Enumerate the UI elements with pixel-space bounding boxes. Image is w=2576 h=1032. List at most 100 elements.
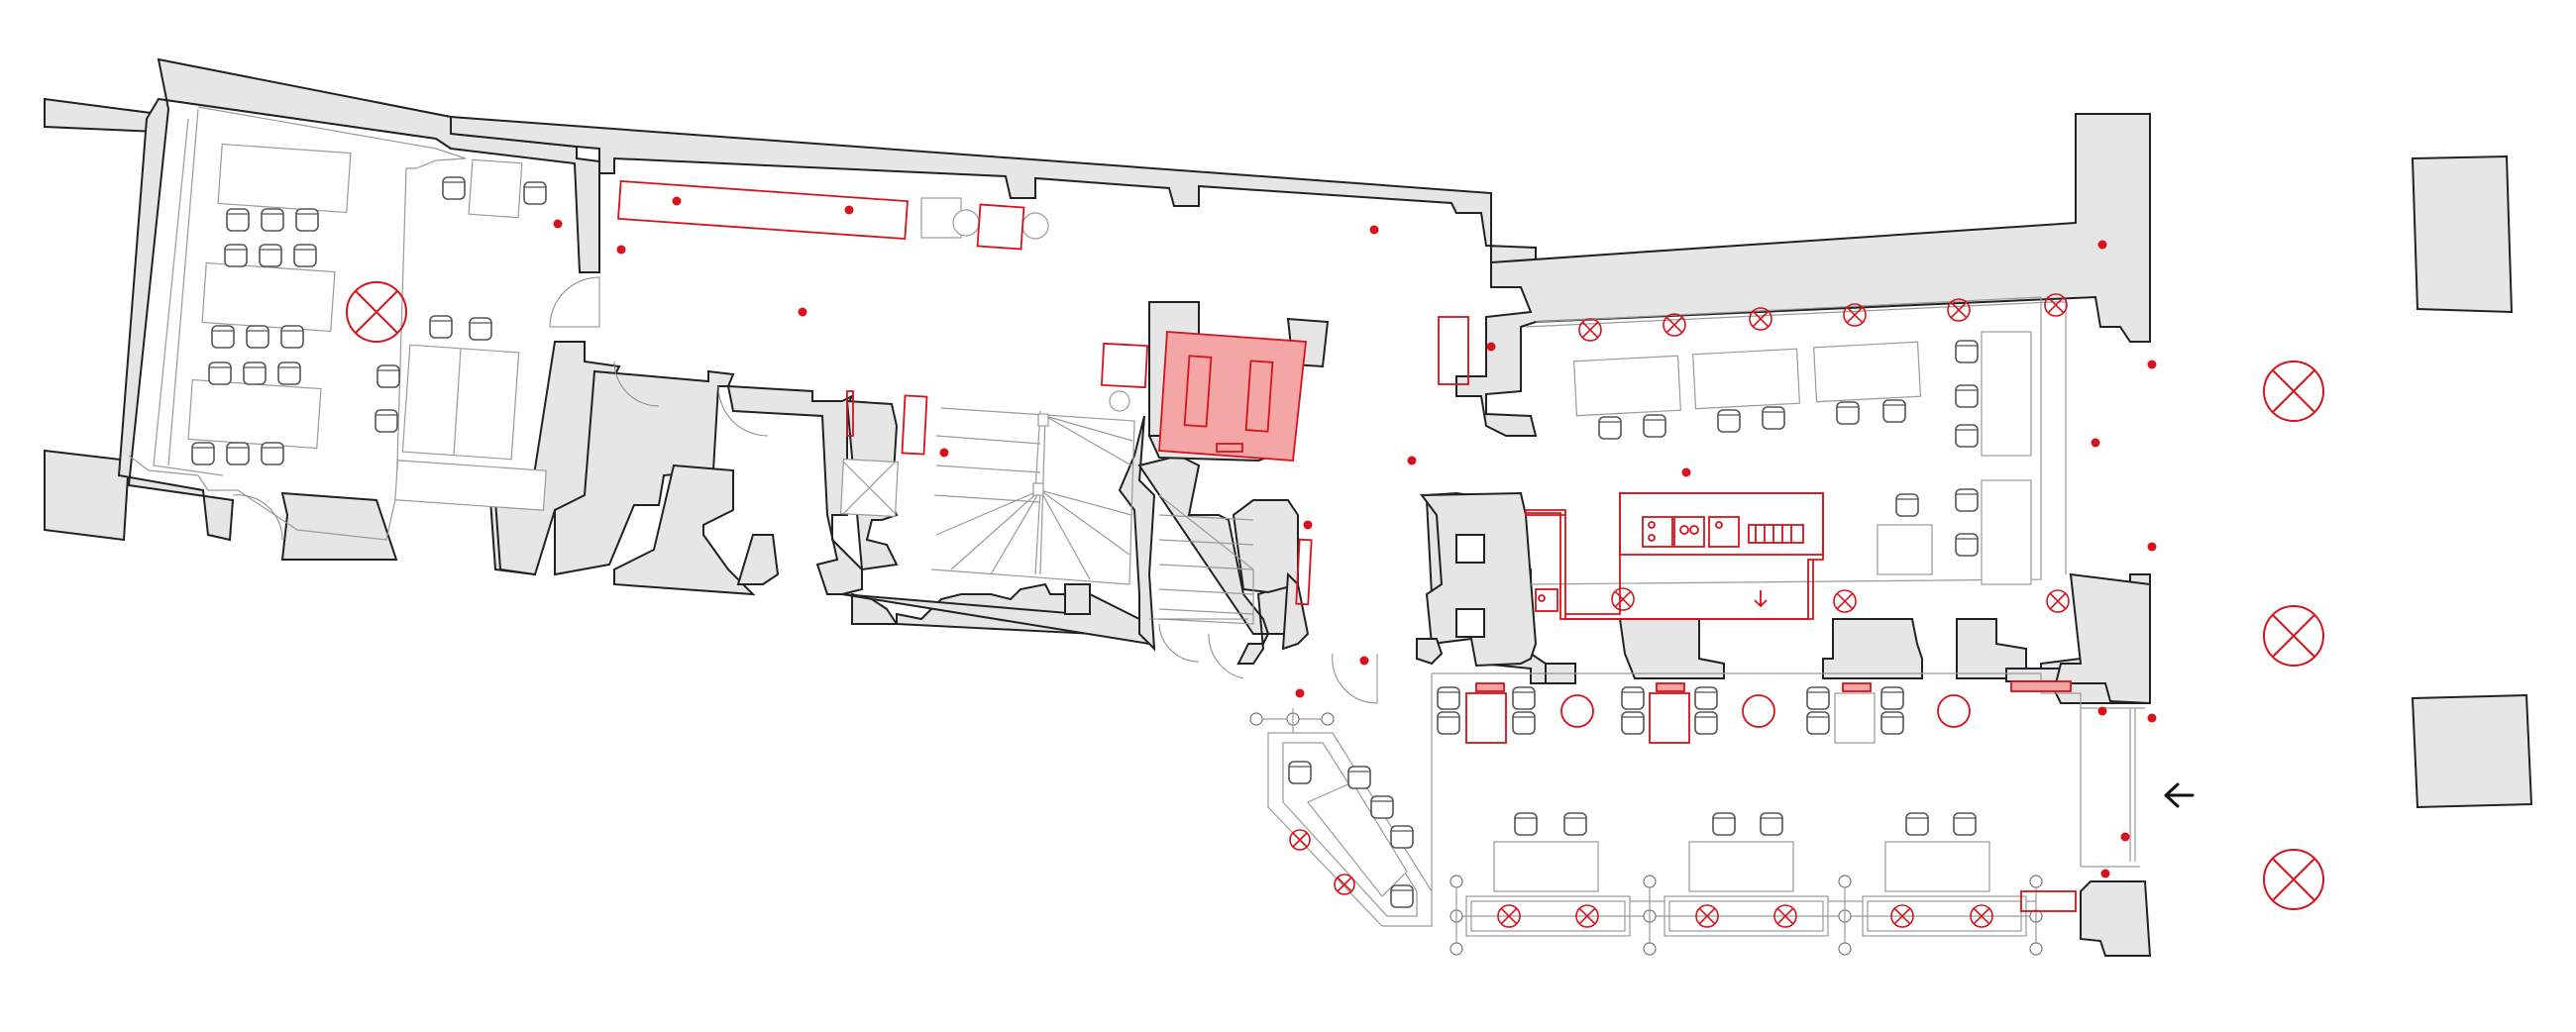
- chair: [1836, 401, 1860, 425]
- chair: [191, 442, 215, 465]
- light-point-icon: [1369, 225, 1379, 235]
- chair: [1955, 488, 1979, 512]
- chair: [1905, 812, 1929, 836]
- chair: [1621, 686, 1645, 710]
- chair: [277, 361, 301, 385]
- pendant-lamp-icon: [1833, 589, 1857, 613]
- pendant-lamp-icon: [1663, 313, 1686, 337]
- pendant-lamp-icon: [1334, 874, 1355, 895]
- bollards: [1249, 708, 2043, 956]
- light-point-icon: [2147, 542, 2157, 552]
- chair: [224, 244, 248, 267]
- chair: [1880, 711, 1904, 735]
- pendant-lamp-icon: [346, 281, 407, 343]
- chair: [211, 325, 235, 349]
- light-point-icon: [1681, 467, 1691, 477]
- chair: [261, 442, 284, 465]
- pendant-lamp-icon: [2046, 589, 2070, 613]
- chair: [1437, 711, 1460, 735]
- light-point-icon: [1295, 688, 1305, 698]
- chair: [1390, 825, 1414, 849]
- chair: [1806, 686, 1830, 710]
- pendant-lamp-icon: [1970, 904, 1993, 928]
- light-point-icon: [2100, 869, 2110, 878]
- chair: [1512, 711, 1536, 735]
- pendant-lamp-icon: [2263, 605, 2324, 667]
- pendant-lamp-icon: [1497, 904, 1521, 928]
- chair: [1694, 711, 1718, 735]
- light-point-icon: [1359, 656, 1369, 666]
- pendant-lamp-icon: [2263, 849, 2324, 910]
- light-point-icon: [2120, 832, 2130, 842]
- pendant-lamp-icon: [1611, 587, 1635, 611]
- chair: [1717, 409, 1741, 433]
- light-point-icon: [844, 205, 854, 215]
- red-banquette: [617, 179, 909, 241]
- chairs: [191, 176, 1979, 908]
- pendant-lamp-icon: [2044, 293, 2068, 317]
- chair: [1563, 812, 1587, 836]
- chair: [1643, 414, 1666, 438]
- chair: [1347, 766, 1371, 789]
- light-point-icon: [2147, 713, 2157, 723]
- light-point-icon: [672, 196, 682, 206]
- chair: [1370, 795, 1394, 819]
- chair: [1694, 686, 1718, 710]
- chair: [1437, 686, 1460, 710]
- chair: [469, 317, 492, 341]
- light-point-icon: [1486, 342, 1496, 352]
- chair: [295, 208, 319, 232]
- pendant-lamp-icon: [1695, 904, 1719, 928]
- kitchen-counter: [1525, 492, 1824, 620]
- furniture-layer: [128, 106, 2145, 937]
- chair: [1762, 406, 1785, 430]
- pendant-lamp-icon: [1289, 829, 1311, 851]
- wall-left-room: [117, 57, 600, 542]
- pendant-lamps: [346, 281, 2324, 928]
- red-layer: [617, 179, 2077, 912]
- chair: [523, 181, 547, 205]
- light-point-icon: [2097, 240, 2107, 250]
- light-point-icon: [2147, 360, 2157, 369]
- chair: [1806, 711, 1830, 735]
- chair: [1621, 711, 1645, 735]
- chair: [1712, 812, 1736, 836]
- chair: [429, 315, 453, 339]
- chair: [1880, 686, 1904, 710]
- chair: [1955, 384, 1979, 408]
- chair: [293, 244, 317, 267]
- chair: [280, 325, 304, 349]
- wall-layer: [44, 57, 2533, 957]
- chair: [243, 361, 267, 385]
- light-point-icon: [798, 307, 807, 317]
- street-block-lower: [2411, 693, 2533, 809]
- chair: [1760, 812, 1783, 836]
- chair: [1514, 812, 1538, 836]
- chair: [259, 244, 282, 267]
- chair: [1882, 399, 1906, 423]
- wall-top-long: [450, 115, 1537, 267]
- light-point-icon: [2097, 706, 2107, 716]
- staircase: [930, 407, 1254, 625]
- entrance-arrow-icon: [2164, 782, 2195, 808]
- pendant-lamp-icon: [1578, 318, 1602, 342]
- pendant-lamp-icon: [1773, 904, 1797, 928]
- chair: [376, 364, 400, 388]
- chair: [1390, 884, 1414, 908]
- pendant-lamp-icon: [2263, 361, 2324, 422]
- highlight-block: [1158, 331, 1307, 462]
- pendant-lamp-icon: [1749, 307, 1772, 331]
- light-points: [553, 196, 2157, 878]
- light-point-icon: [939, 448, 949, 458]
- street-block-upper: [2411, 155, 2514, 314]
- chair: [226, 208, 250, 232]
- chair: [208, 361, 232, 385]
- chair: [1955, 424, 1979, 448]
- chair: [375, 409, 398, 433]
- pendant-lamp-icon: [1947, 298, 1971, 322]
- light-point-icon: [1303, 520, 1313, 530]
- chair: [1598, 416, 1622, 440]
- pendant-lamp-icon: [1843, 303, 1867, 327]
- chair: [442, 176, 466, 200]
